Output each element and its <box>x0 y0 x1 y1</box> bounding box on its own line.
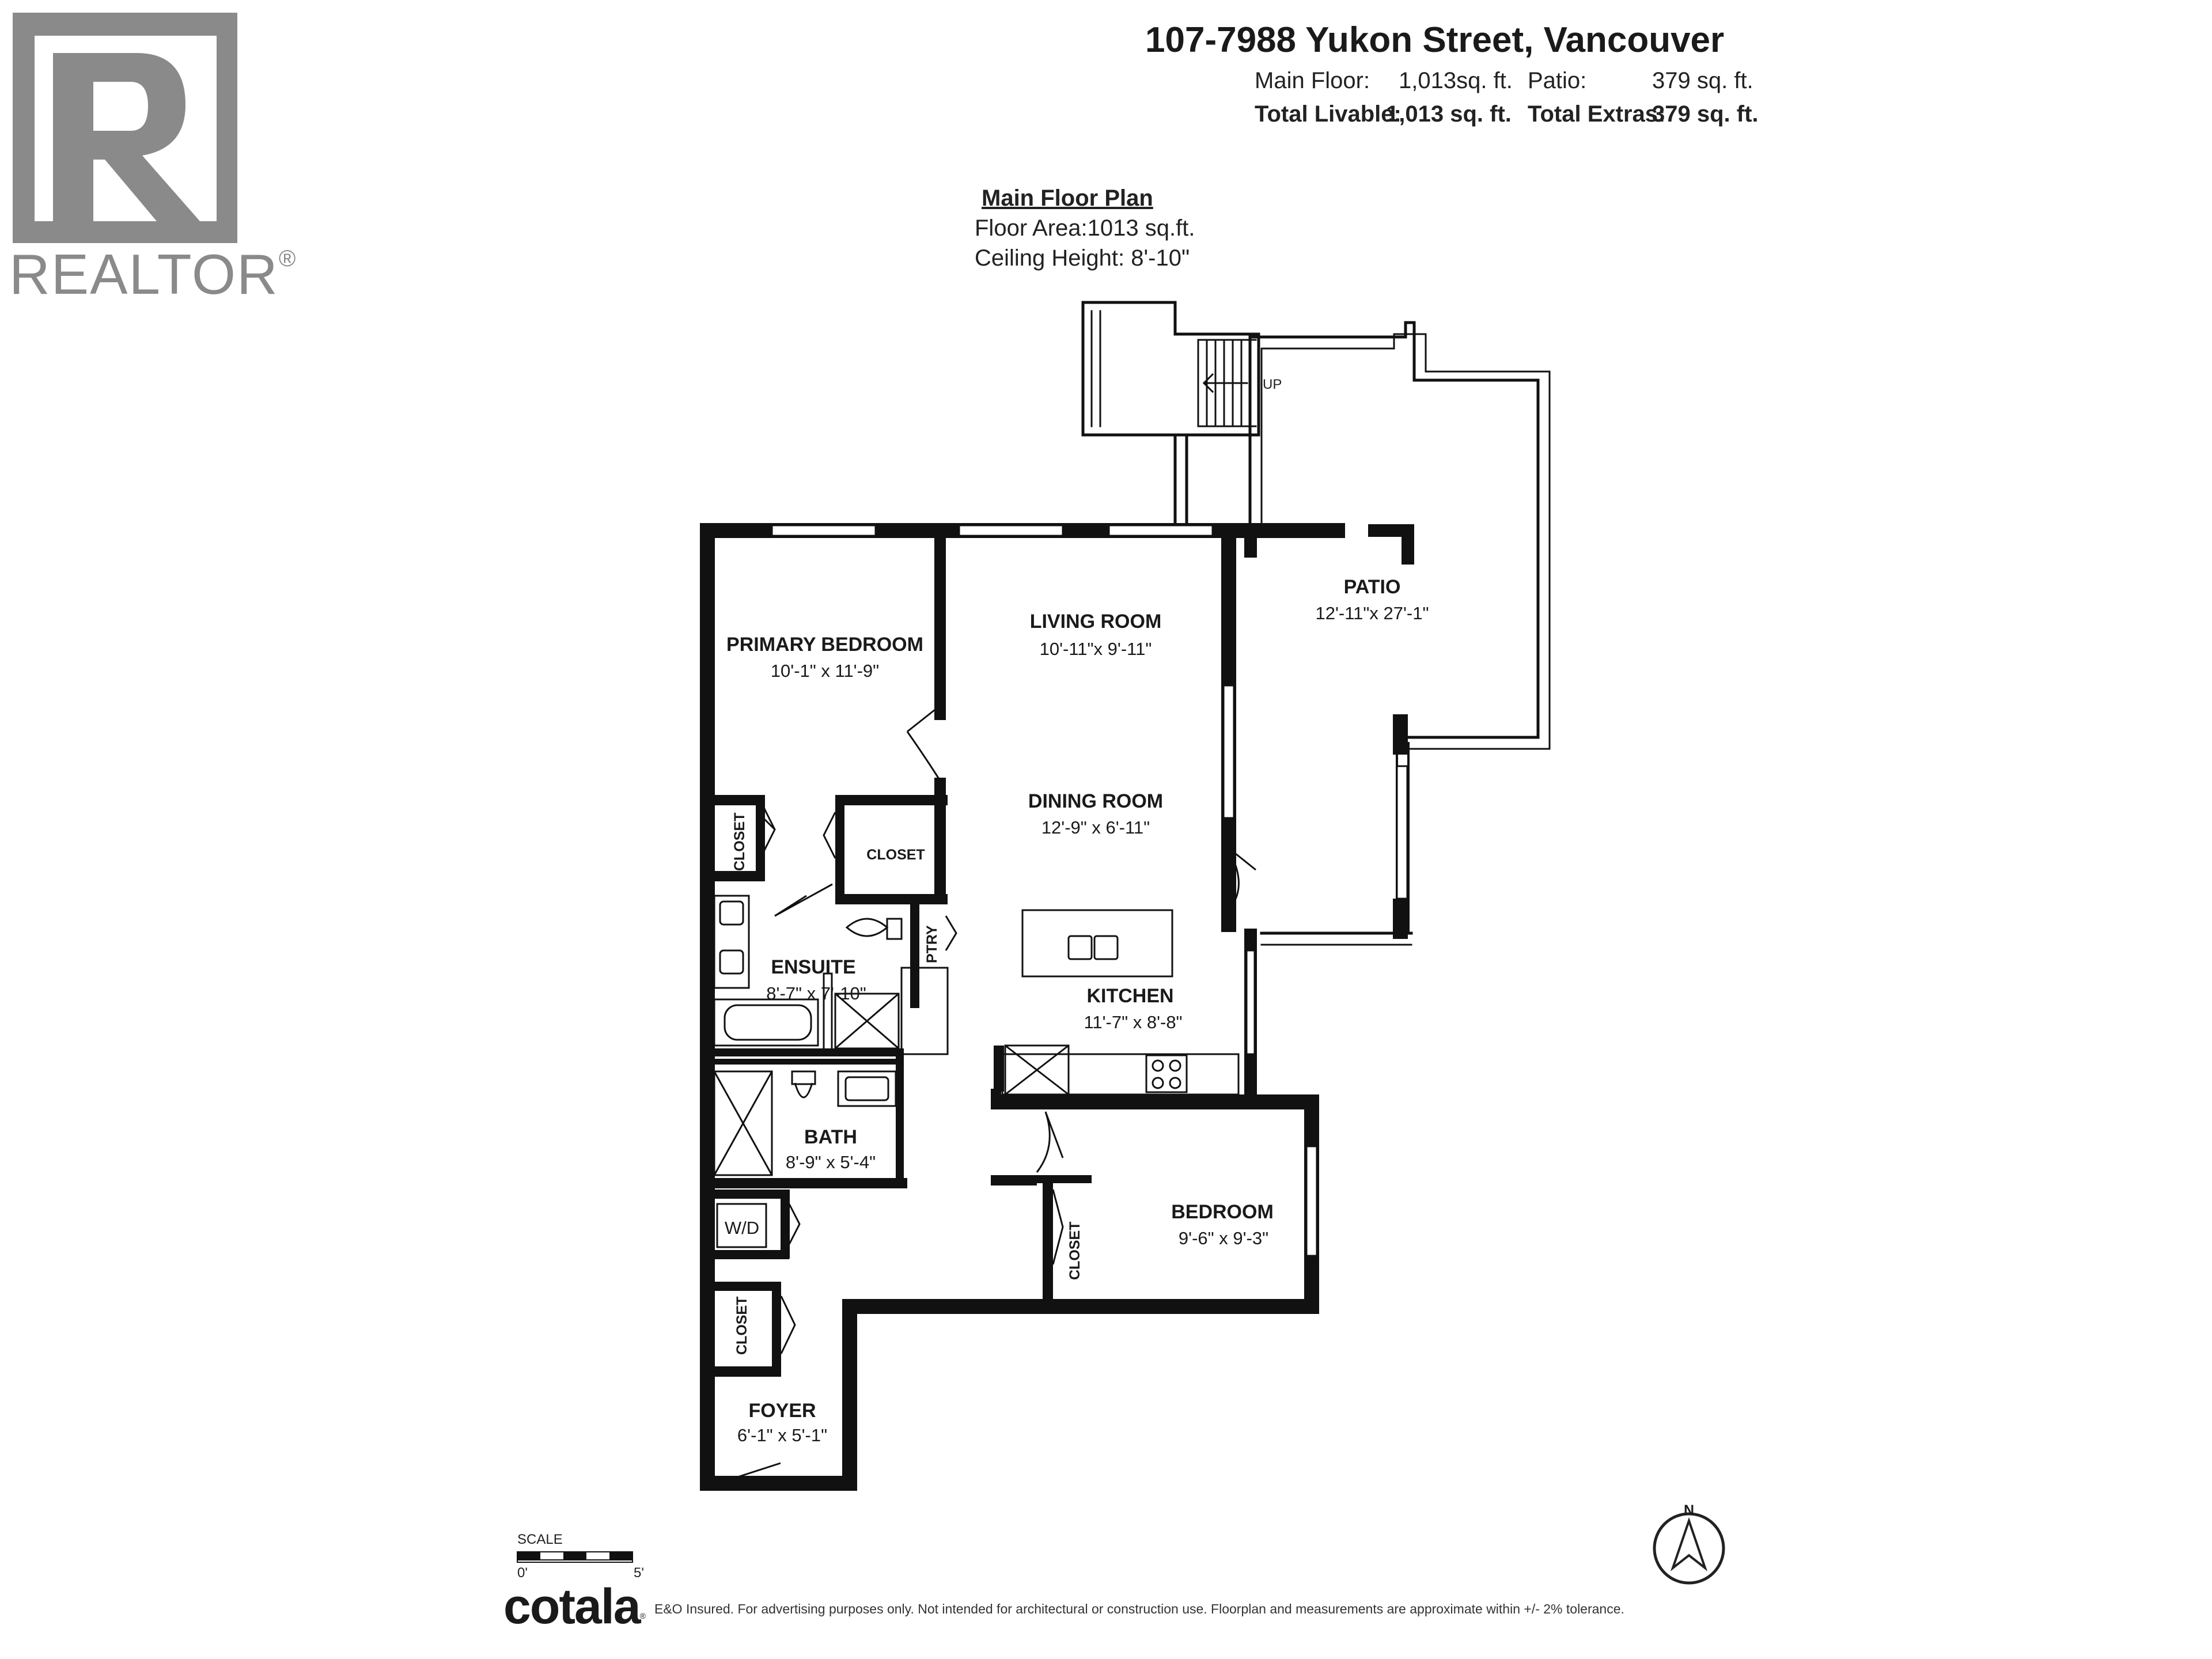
plan-title: Main Floor Plan <box>982 185 1153 211</box>
kitchen-name: KITCHEN <box>1086 985 1173 1007</box>
patio-label: Patio: <box>1528 68 1587 93</box>
living-room-name: LIVING ROOM <box>1030 611 1162 632</box>
scale-segments <box>517 1552 632 1560</box>
dining-room-dims: 12'-9" x 6'-11" <box>1041 817 1150 838</box>
bath-name: BATH <box>804 1126 857 1148</box>
total-extras-label: Total Extras: <box>1528 101 1666 127</box>
property-address: 107-7988 Yukon Street, Vancouver <box>1145 20 1725 60</box>
door-swings <box>726 704 1256 1482</box>
main-floor-label: Main Floor: <box>1255 68 1370 93</box>
bedroom-dims: 9'-6" x 9'-3" <box>1179 1228 1268 1248</box>
total-extras-value: 379 sq. ft. <box>1652 101 1759 127</box>
footer-disclaimer: E&O Insured. For advertising purposes on… <box>654 1601 1624 1616</box>
patio-dims: 12'-11"x 27'-1" <box>1316 603 1429 623</box>
windows <box>771 524 1408 1257</box>
bath-dims: 8'-9" x 5'-4" <box>786 1152 876 1172</box>
total-livable-value: 1,013 sq. ft. <box>1386 101 1512 127</box>
plan-heading: Main Floor Plan Floor Area:1013 sq.ft. C… <box>975 183 1195 273</box>
stair-treads <box>1197 339 1257 427</box>
foyer-dims: 6'-1" x 5'-1" <box>737 1425 827 1445</box>
total-livable-label: Total Livable: <box>1255 101 1402 127</box>
scale-end: 5' <box>634 1565 644 1581</box>
plan-floor-area: Floor Area:1013 sq.ft. <box>975 215 1195 241</box>
cotala-logo: cotala® <box>503 1579 646 1634</box>
plan-ceiling-height: Ceiling Height: 8'-10" <box>975 245 1190 271</box>
dining-room-name: DINING ROOM <box>1028 790 1163 812</box>
scale-start: 0' <box>517 1565 528 1581</box>
stair-up-label: UP <box>1263 377 1282 392</box>
bedroom-name: BEDROOM <box>1171 1201 1274 1223</box>
pantry-label: PTRY <box>924 925 940 963</box>
north-compass: N <box>1653 1502 1725 1585</box>
realtor-logo <box>13 13 237 243</box>
laundry-label: W/D <box>725 1218 759 1238</box>
compass-n-label: N <box>1684 1502 1694 1518</box>
stair-platform <box>1081 301 1260 526</box>
closet-2-label: CLOSET <box>866 847 925 863</box>
living-room-dims: 10'-11"x 9'-11" <box>1040 639 1152 659</box>
ensuite-name: ENSUITE <box>771 956 855 978</box>
primary-bedroom-name: PRIMARY BEDROOM <box>726 634 923 656</box>
scale-label: SCALE <box>517 1532 563 1547</box>
realtor-wordmark: REALTOR® <box>9 243 297 306</box>
kitchen-dims: 11'-7" x 8'-8" <box>1084 1012 1182 1032</box>
scale-bar: SCALE 0' 5' <box>517 1532 644 1581</box>
main-floor-value: 1,013sq. ft. <box>1399 68 1513 93</box>
ensuite-dims: 8'-7" x 7'-10" <box>766 983 866 1003</box>
closet-4-label: CLOSET <box>734 1297 750 1355</box>
patio-name: PATIO <box>1344 576 1401 598</box>
closet-1-label: CLOSET <box>732 813 748 871</box>
fixtures <box>713 895 1240 1248</box>
patio-value: 379 sq. ft. <box>1652 68 1753 93</box>
primary-bedroom-dims: 10'-1" x 11'-9" <box>771 661 879 681</box>
closet-3-label: CLOSET <box>1067 1222 1083 1280</box>
interior-walls <box>711 536 1092 1377</box>
foyer-name: FOYER <box>748 1400 816 1422</box>
